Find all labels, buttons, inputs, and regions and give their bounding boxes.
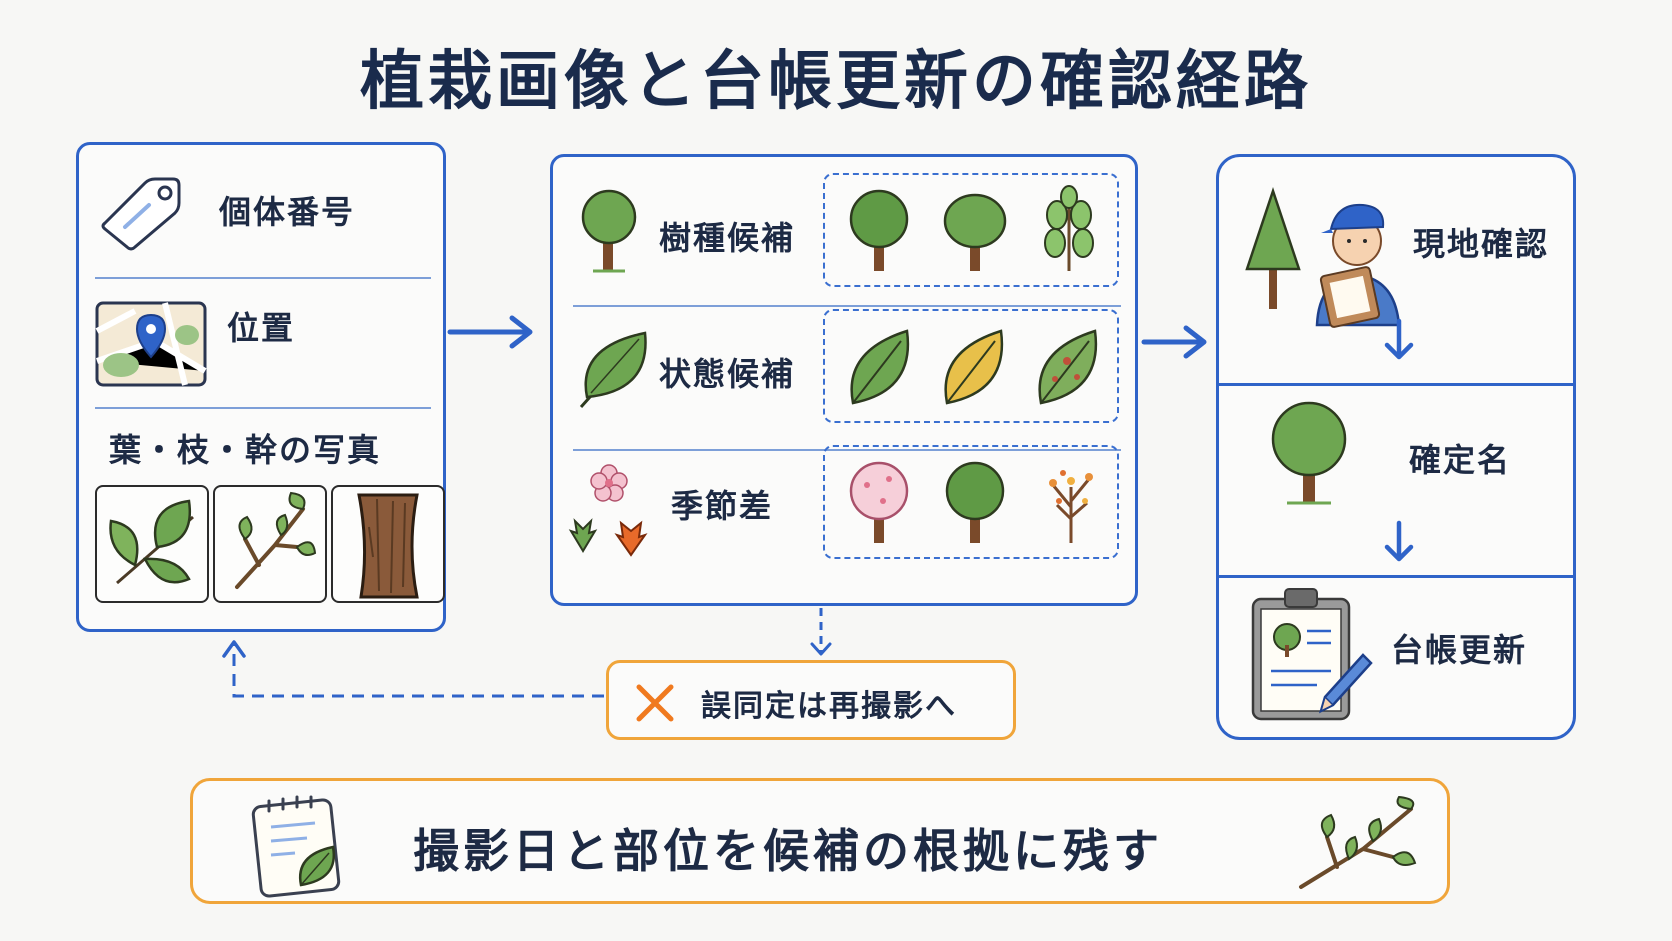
trunk-icon [357, 493, 419, 599]
divider [1219, 383, 1573, 386]
error-x-icon [636, 684, 674, 722]
tree-icon [849, 189, 909, 271]
divider [95, 277, 431, 279]
sapling-icon [1044, 185, 1094, 271]
photos-label: 葉・枝・幹の写真 [109, 431, 382, 469]
flow-arrow-down [1384, 318, 1414, 360]
verification-panel: 現地確認 確定名 台帳更新 [1216, 154, 1576, 740]
feedback-loop-arrow [222, 640, 604, 698]
misidentification-note: 誤同定は再撮影へ [606, 660, 1016, 740]
tree-icon [581, 189, 637, 273]
seasonal-difference-label: 季節差 [671, 487, 774, 525]
divider [95, 407, 431, 409]
map-pin-icon [95, 301, 207, 387]
input-panel: 個体番号 位置 葉・枝・幹の写真 [76, 142, 446, 632]
divider [1219, 575, 1573, 578]
reshoot-note-label: 誤同定は再撮影へ [701, 689, 957, 724]
tree-icon [1271, 401, 1347, 505]
leaf-photo-tile [95, 485, 209, 603]
healthy-leaf-icon [850, 329, 910, 405]
species-candidates-label: 樹種候補 [659, 219, 796, 257]
flow-arrow-right [1141, 325, 1207, 359]
footer-note-box: 撮影日と部位を候補の根拠に残す [190, 778, 1450, 904]
field-check-label: 現地確認 [1413, 225, 1550, 263]
flow-arrow-dashed-down [810, 608, 832, 656]
condition-candidates-group [823, 309, 1119, 423]
leaf-icon [579, 331, 647, 409]
notepad-leaf-icon [251, 795, 341, 898]
footer-note-label: 撮影日と部位を候補の根拠に残す [413, 824, 1163, 878]
species-candidates-group [823, 173, 1119, 287]
flow-arrow-down [1384, 520, 1414, 562]
id-number-label: 個体番号 [219, 193, 356, 231]
blossom-tree-icon [849, 461, 909, 543]
condition-candidates-label: 状態候補 [659, 355, 796, 393]
divider [573, 305, 1121, 307]
ledger-update-label: 台帳更新 [1391, 631, 1528, 669]
yellowing-leaf-icon [944, 329, 1004, 405]
field-inspector-icon [1245, 187, 1401, 328]
confirmed-name-label: 確定名 [1409, 441, 1512, 479]
divider [573, 449, 1121, 451]
tree-icon [943, 193, 1007, 271]
branch-icon [235, 491, 317, 589]
candidate-panel: 樹種候補 状態候補 [550, 154, 1138, 606]
branch-icon [1299, 795, 1417, 889]
clipboard-update-icon [1251, 588, 1373, 721]
tag-icon [101, 177, 181, 251]
seasonal-variants-group [823, 445, 1119, 559]
page-title: 植栽画像と台帳更新の確認経路 [360, 45, 1312, 119]
seasonal-leaves-icon [568, 464, 648, 557]
flow-arrow-right [447, 315, 533, 349]
summer-tree-icon [945, 461, 1005, 543]
branch-photo-tile [213, 485, 327, 603]
trunk-photo-tile [331, 485, 445, 603]
leaf-icon [109, 499, 194, 585]
diseased-leaf-icon [1038, 329, 1098, 405]
location-label: 位置 [227, 309, 296, 347]
autumn-tree-icon [1049, 470, 1093, 543]
